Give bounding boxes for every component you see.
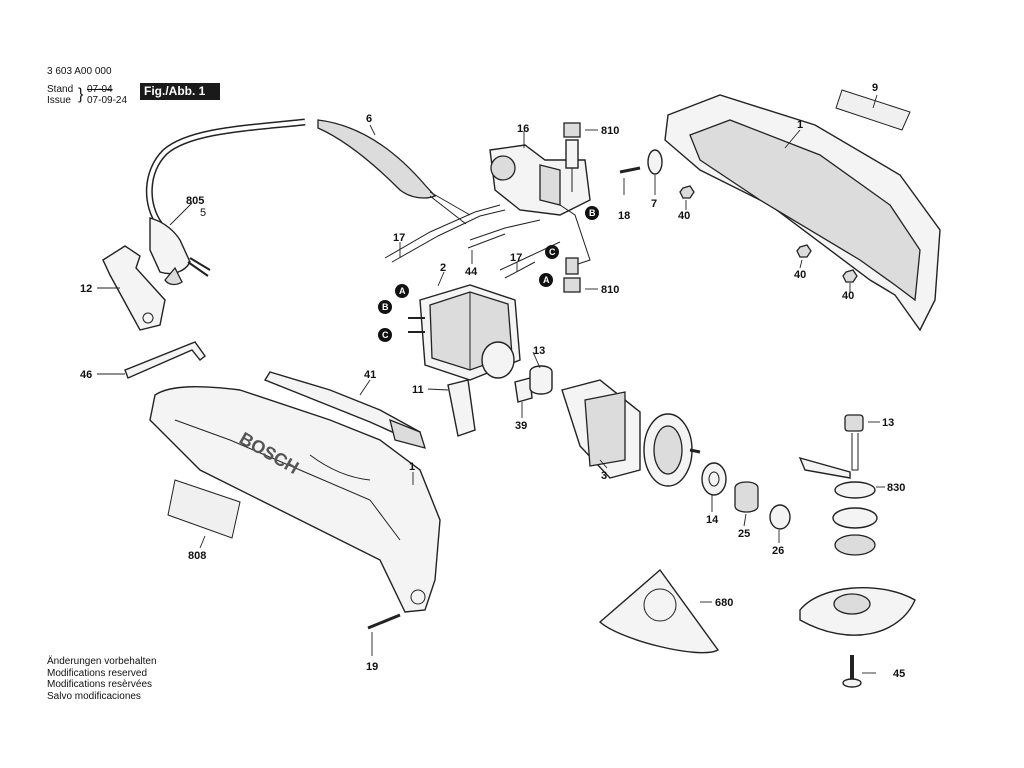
carbon-brush-top-810 bbox=[563, 122, 581, 192]
bracket-part-12 bbox=[102, 245, 166, 331]
callout-14: 14 bbox=[706, 514, 719, 526]
armature-part-3 bbox=[561, 379, 701, 487]
bearing-part-13-left bbox=[529, 365, 553, 395]
marker-a-2: A bbox=[539, 273, 553, 287]
wire-part-44 bbox=[467, 219, 541, 249]
callout-45: 45 bbox=[893, 668, 905, 680]
bushing-part-25 bbox=[734, 481, 759, 513]
callout-40-b: 40 bbox=[794, 269, 806, 281]
callout-1-housing: 1 bbox=[409, 461, 415, 473]
wire-part-17-left bbox=[384, 204, 501, 259]
notice-line-en: Modifications reserved bbox=[47, 667, 148, 679]
screw-part-45 bbox=[842, 678, 862, 688]
callout-6: 6 bbox=[366, 113, 372, 125]
clip-part-7 bbox=[647, 149, 663, 175]
callout-44: 44 bbox=[465, 266, 478, 278]
sanding-pad-part-680 bbox=[598, 568, 720, 654]
marker-b-2: B bbox=[585, 206, 599, 220]
callout-810-bottom: 810 bbox=[601, 284, 619, 296]
callout-830: 830 bbox=[887, 482, 905, 494]
housing-cover-part-1 bbox=[664, 89, 941, 332]
stand-label: Stand bbox=[47, 84, 74, 95]
modification-notice: Änderungen vorbehalten Modifications res… bbox=[47, 656, 157, 702]
issue-label: Issue bbox=[47, 95, 71, 106]
callout-16: 16 bbox=[517, 123, 529, 135]
label-part-808 bbox=[167, 479, 241, 539]
marker-b-1: B bbox=[378, 300, 392, 314]
callout-12: 12 bbox=[80, 283, 92, 295]
svg-text:A: A bbox=[543, 275, 550, 285]
power-cord bbox=[145, 118, 471, 228]
document-number: 3 603 A00 000 bbox=[47, 66, 112, 77]
callout-680: 680 bbox=[715, 597, 733, 609]
callout-46: 46 bbox=[80, 369, 92, 381]
issue-date: 07-09-24 bbox=[87, 95, 128, 106]
nut-part-40-c bbox=[842, 269, 858, 283]
notice-line-de: Änderungen vorbehalten bbox=[47, 656, 157, 667]
bearing-part-14 bbox=[701, 462, 727, 496]
callout-40-a: 40 bbox=[678, 210, 690, 222]
callout-26: 26 bbox=[772, 545, 784, 557]
power-plug bbox=[149, 217, 211, 286]
brace-icon: } bbox=[78, 86, 84, 103]
callout-25: 25 bbox=[738, 528, 750, 540]
callout-810-top: 810 bbox=[601, 125, 619, 137]
svg-text:B: B bbox=[382, 302, 389, 312]
svg-text:C: C bbox=[382, 330, 389, 340]
callout-3: 3 bbox=[601, 470, 607, 482]
svg-text:C: C bbox=[549, 247, 556, 257]
svg-text:A: A bbox=[399, 286, 406, 296]
callout-13-left: 13 bbox=[533, 345, 545, 357]
callout-19: 19 bbox=[366, 661, 378, 673]
callout-7: 7 bbox=[651, 198, 657, 210]
callout-805: 805 bbox=[186, 195, 204, 207]
callout-11: 11 bbox=[412, 384, 424, 396]
callout-9: 9 bbox=[872, 82, 878, 94]
leader-lines bbox=[97, 94, 885, 674]
svg-text:B: B bbox=[589, 208, 596, 218]
nut-part-40-a bbox=[679, 185, 695, 199]
carbon-brush-bottom-810 bbox=[563, 257, 581, 293]
callout-18: 18 bbox=[618, 210, 630, 222]
hex-key-part-46 bbox=[124, 341, 206, 379]
notice-line-es: Salvo modificaciones bbox=[47, 690, 141, 702]
callout-13-right: 13 bbox=[882, 417, 894, 429]
nut-part-40-b bbox=[796, 244, 812, 258]
stator-part-2 bbox=[408, 284, 521, 381]
spindle-assembly-part-830 bbox=[798, 414, 878, 556]
main-housing-part-1: BOSCH bbox=[149, 386, 441, 613]
stand-date: 07-04 bbox=[87, 84, 113, 95]
clip-part-39 bbox=[514, 377, 533, 403]
marker-c-2: C bbox=[545, 245, 559, 259]
callout-1-cover: 1 bbox=[797, 119, 803, 131]
callout-17-left: 17 bbox=[393, 232, 405, 244]
callout-17-right: 17 bbox=[510, 252, 522, 264]
switch-part-11 bbox=[447, 379, 476, 437]
label-part-9 bbox=[835, 89, 911, 131]
brush-holder-part-16 bbox=[489, 144, 591, 266]
callout-5: 5 bbox=[200, 207, 206, 219]
callout-40-c: 40 bbox=[842, 290, 854, 302]
marker-c-1: C bbox=[378, 328, 392, 342]
callout-2: 2 bbox=[440, 262, 446, 274]
callout-41: 41 bbox=[364, 369, 376, 381]
figure-label: Fig./Abb. 1 bbox=[140, 83, 220, 100]
screw-part-18 bbox=[619, 166, 641, 174]
screw-part-19 bbox=[367, 613, 401, 630]
callout-39: 39 bbox=[515, 420, 527, 432]
marker-a-1: A bbox=[395, 284, 409, 298]
callout-808: 808 bbox=[188, 550, 206, 562]
washer-part-26 bbox=[769, 504, 791, 530]
notice-line-fr: Modifications resèrvées bbox=[47, 679, 153, 690]
